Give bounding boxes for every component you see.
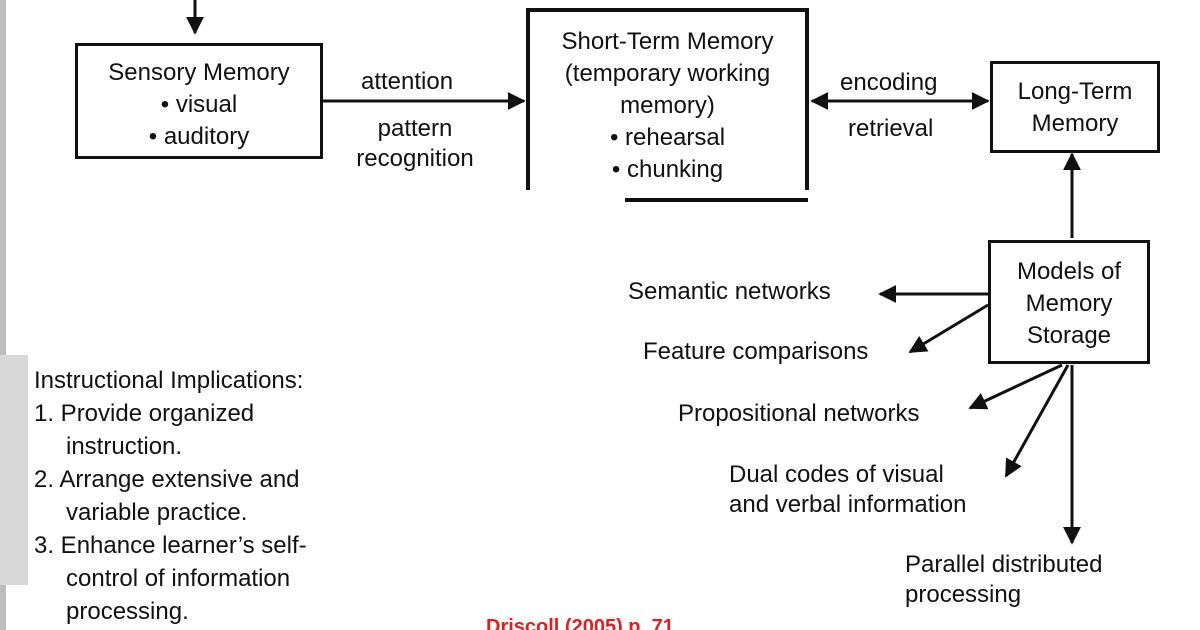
stm-subtitle-cont: memory): [620, 92, 715, 119]
sensory-memory-title: Sensory Memory: [108, 59, 290, 86]
stm-box-bottom-edge: [625, 198, 808, 202]
models-line-3: Storage: [1026, 322, 1112, 349]
instructional-implications: Instructional Implications: 1. Provide o…: [34, 364, 364, 628]
feature-comparisons-label: Feature comparisons: [643, 338, 869, 365]
pattern-line-2: recognition: [356, 145, 474, 172]
models-line-1: Models of: [1016, 258, 1122, 285]
sensory-item-auditory: • auditory: [148, 123, 250, 150]
parallel-distributed-label: Parallel distributed processing: [905, 550, 1102, 610]
sensory-memory-box: Sensory Memory • visual • auditory: [75, 43, 323, 159]
pattern-line-1: pattern: [377, 115, 453, 142]
long-term-memory-box: Long-Term Memory: [990, 61, 1160, 153]
dual-codes-arrow: [1004, 364, 1070, 478]
implications-title: Instructional Implications:: [34, 367, 304, 394]
parallel-line-1: Parallel distributed: [905, 551, 1103, 578]
implication-item-2: 2. Arrange extensive and variable practi…: [34, 466, 300, 526]
pattern-recognition-label: pattern recognition: [340, 114, 490, 174]
propositional-networks-label: Propositional networks: [678, 400, 920, 427]
parallel-line-2: processing: [905, 581, 1022, 608]
ltm-line-2: Memory: [1031, 110, 1119, 137]
citation: Driscoll (2005) p. 71: [486, 616, 674, 630]
propositional-arrow: [968, 363, 1063, 410]
implication-item-1: 1. Provide organized instruction.: [34, 400, 255, 460]
stm-item-rehearsal: • rehearsal: [609, 124, 726, 151]
dual-codes-line-1: Dual codes of visual: [729, 461, 944, 488]
dual-codes-label: Dual codes of visual and verbal informat…: [729, 460, 966, 520]
stm-title: Short-Term Memory: [561, 28, 774, 55]
models-of-memory-storage-box: Models of Memory Storage: [988, 240, 1150, 364]
stm-subtitle: (temporary working: [564, 60, 771, 87]
encoding-label: encoding: [840, 69, 938, 96]
implication-item-3: 3. Enhance learner’s self-control of inf…: [34, 532, 307, 625]
dual-codes-line-2: and verbal information: [729, 491, 967, 518]
feature-arrow: [908, 303, 989, 354]
models-line-2: Memory: [1025, 290, 1113, 317]
retrieval-label: retrieval: [848, 115, 934, 142]
semantic-networks-label: Semantic networks: [628, 278, 831, 305]
scan-edge-shade: [0, 0, 6, 630]
attention-label: attention: [361, 68, 454, 95]
stm-item-chunking: • chunking: [611, 156, 724, 183]
ltm-line-1: Long-Term: [1017, 78, 1133, 105]
short-term-memory-box: Short-Term Memory (temporary working mem…: [526, 8, 809, 190]
scan-margin-shade: [0, 355, 28, 585]
sensory-item-visual: • visual: [160, 91, 238, 118]
